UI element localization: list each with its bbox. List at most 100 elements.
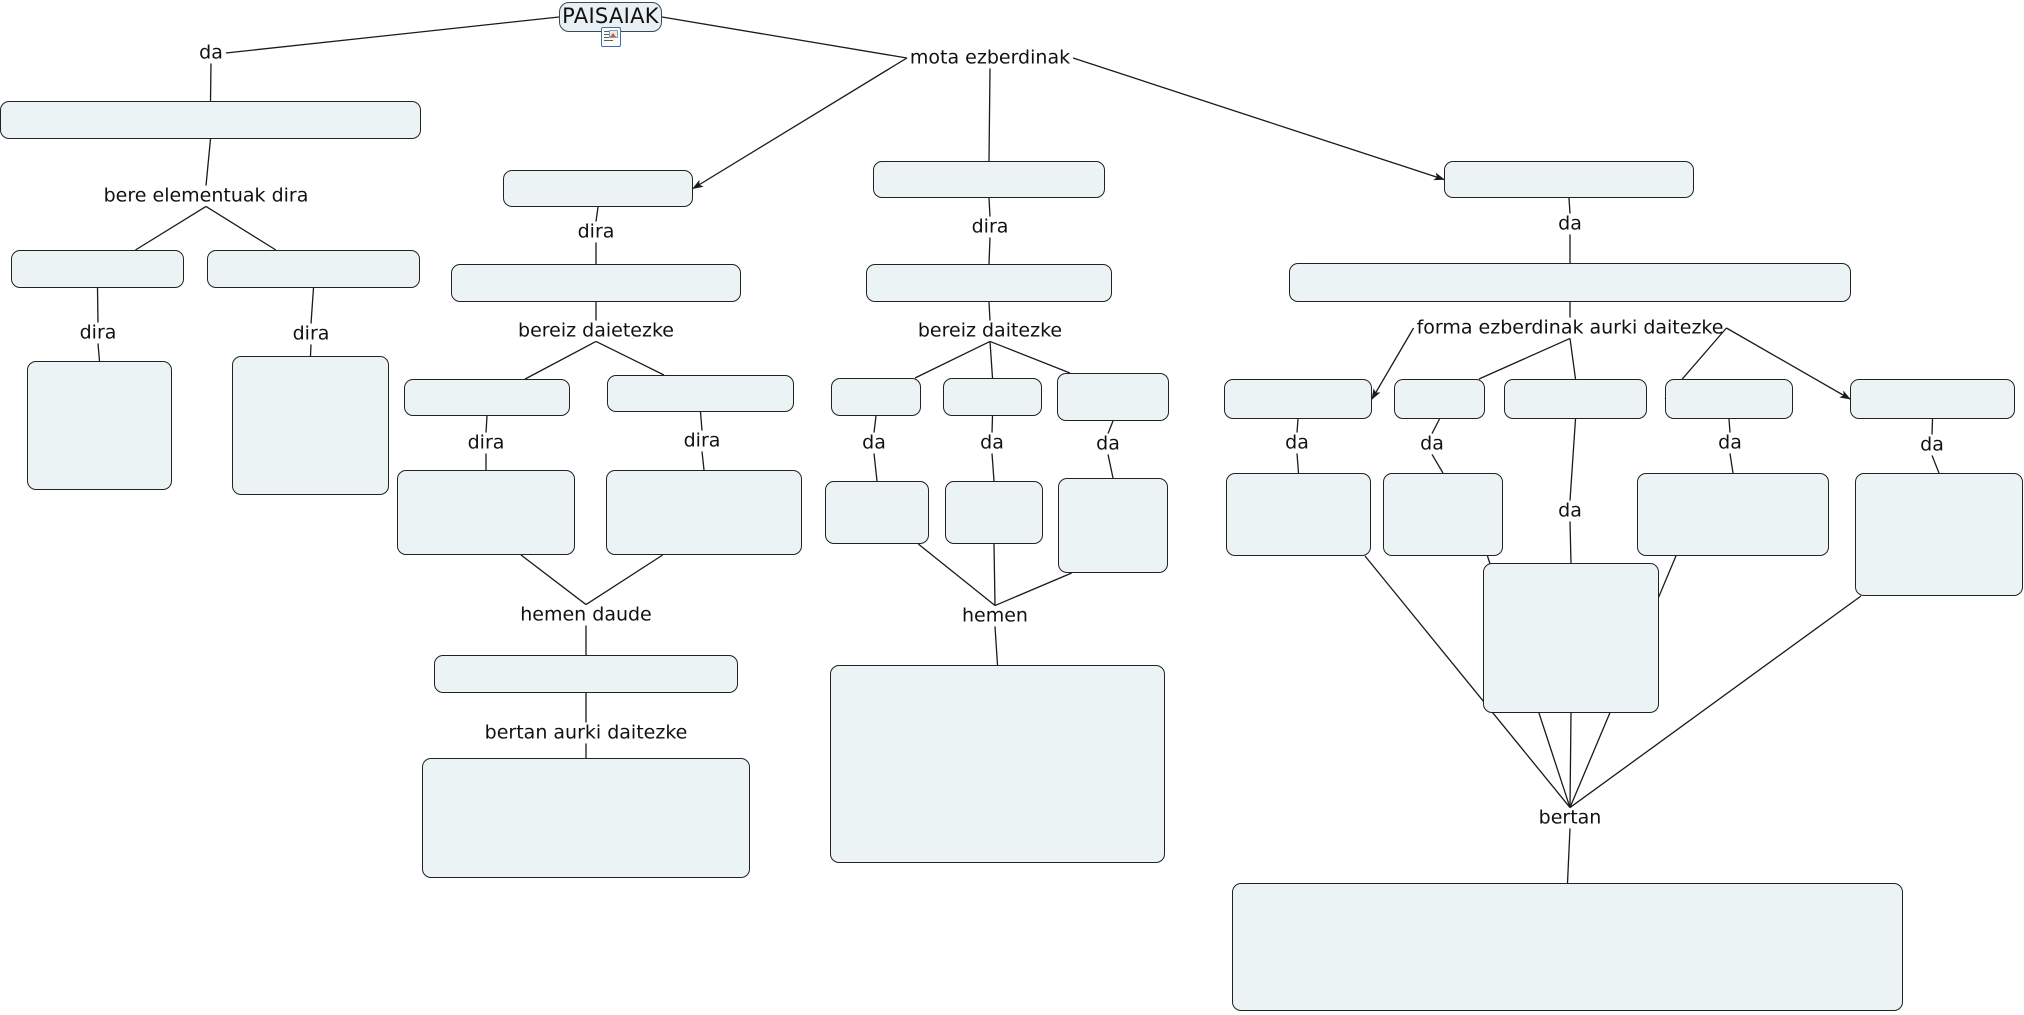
concept-node[interactable] bbox=[945, 481, 1043, 544]
link-label[interactable]: dira bbox=[467, 431, 505, 454]
link-label[interactable]: da bbox=[1285, 431, 1309, 454]
concept-node[interactable] bbox=[1383, 473, 1503, 556]
edge-line bbox=[988, 301, 991, 321]
edge-line bbox=[209, 63, 212, 102]
link-label[interactable]: dira bbox=[683, 429, 721, 452]
concept-node[interactable] bbox=[1504, 379, 1647, 419]
concept-node[interactable] bbox=[207, 250, 420, 288]
concept-node[interactable] bbox=[404, 379, 570, 416]
edge-line bbox=[988, 237, 991, 265]
edge-line bbox=[1431, 418, 1441, 434]
link-label[interactable]: bertan bbox=[1538, 806, 1602, 829]
link-label[interactable]: dira bbox=[292, 322, 330, 345]
edge-line bbox=[1569, 418, 1577, 501]
concept-node[interactable] bbox=[1226, 473, 1371, 556]
edge-line bbox=[988, 68, 991, 162]
link-label[interactable]: da bbox=[199, 41, 223, 64]
concept-node[interactable] bbox=[825, 481, 929, 544]
edge-line bbox=[1569, 338, 1577, 380]
link-label[interactable]: dira bbox=[577, 220, 615, 243]
concept-node[interactable] bbox=[1855, 473, 2023, 596]
edge-line bbox=[485, 415, 488, 433]
edge-line bbox=[989, 341, 994, 379]
link-label[interactable]: da bbox=[1096, 432, 1120, 455]
link-label[interactable]: dira bbox=[971, 215, 1009, 238]
concept-node[interactable] bbox=[1850, 379, 2015, 419]
concept-node[interactable] bbox=[1483, 563, 1659, 713]
edge-line bbox=[1568, 197, 1571, 214]
edge-line bbox=[914, 340, 991, 379]
edge-line bbox=[585, 554, 664, 606]
concept-node[interactable] bbox=[606, 470, 802, 555]
link-label[interactable]: da bbox=[1558, 499, 1582, 522]
edge-line bbox=[97, 343, 101, 362]
link-label[interactable]: dira bbox=[79, 321, 117, 344]
concept-node[interactable] bbox=[1289, 263, 1851, 302]
concept-node[interactable] bbox=[1637, 473, 1829, 556]
concept-node[interactable] bbox=[1058, 478, 1168, 573]
concept-node[interactable] bbox=[451, 264, 741, 302]
concept-node[interactable] bbox=[1057, 373, 1169, 421]
concept-node[interactable] bbox=[943, 378, 1042, 416]
concept-node[interactable] bbox=[607, 375, 794, 412]
link-label[interactable]: da bbox=[1420, 432, 1444, 455]
concept-node[interactable] bbox=[397, 470, 575, 555]
link-label[interactable]: da bbox=[1718, 431, 1742, 454]
edge-line bbox=[1931, 418, 1934, 435]
edge-line bbox=[310, 287, 315, 324]
edge-line bbox=[1072, 57, 1445, 181]
concept-node[interactable] bbox=[831, 378, 921, 416]
edge-line bbox=[917, 543, 996, 607]
link-label[interactable]: bereiz daitezke bbox=[917, 319, 1063, 342]
edge-line bbox=[993, 543, 996, 606]
concept-node[interactable] bbox=[873, 161, 1105, 198]
link-label[interactable]: bereiz daietezke bbox=[518, 319, 674, 342]
link-label[interactable]: bertan aurki daitezke bbox=[484, 721, 688, 744]
document-image-icon[interactable] bbox=[600, 27, 621, 47]
concept-node[interactable] bbox=[1224, 379, 1372, 419]
link-label[interactable]: bere elementuak dira bbox=[103, 184, 309, 207]
link-label[interactable]: da bbox=[980, 431, 1004, 454]
edge-line bbox=[1478, 337, 1571, 380]
concept-node[interactable] bbox=[0, 101, 421, 139]
edge-line bbox=[205, 205, 277, 251]
concept-node[interactable] bbox=[232, 356, 389, 495]
edge-line bbox=[595, 340, 665, 376]
edge-line bbox=[96, 287, 99, 323]
link-label[interactable]: mota ezberdinak bbox=[909, 46, 1071, 69]
edge-line bbox=[135, 205, 207, 251]
edge-line bbox=[1569, 521, 1572, 564]
concept-node[interactable] bbox=[1394, 379, 1485, 419]
concept-node[interactable] bbox=[830, 665, 1165, 863]
link-label[interactable]: da bbox=[1920, 433, 1944, 456]
edge-line bbox=[1569, 712, 1572, 808]
edge-line bbox=[873, 415, 877, 433]
link-label[interactable]: hemen daude bbox=[520, 603, 652, 626]
concept-node[interactable] bbox=[434, 655, 738, 693]
concept-node[interactable] bbox=[866, 264, 1112, 302]
edge-line bbox=[994, 572, 1072, 607]
concept-node[interactable] bbox=[1665, 379, 1793, 419]
concept-node[interactable] bbox=[1232, 883, 1903, 1011]
link-label[interactable]: hemen bbox=[962, 604, 1028, 627]
edge-line bbox=[1566, 828, 1571, 884]
concept-node[interactable] bbox=[422, 758, 750, 878]
concept-node[interactable] bbox=[1444, 161, 1694, 198]
concept-node[interactable] bbox=[27, 361, 172, 490]
edge-line bbox=[1296, 453, 1300, 474]
link-label[interactable]: da bbox=[862, 431, 886, 454]
edge-line bbox=[989, 340, 1071, 374]
edge-line bbox=[1728, 418, 1731, 433]
link-label[interactable]: forma ezberdinak aurki daitezke bbox=[1416, 316, 1724, 339]
edge-line bbox=[205, 138, 212, 186]
concept-node[interactable] bbox=[503, 170, 693, 207]
edge-line bbox=[1296, 418, 1299, 433]
edge-line bbox=[520, 554, 587, 606]
link-label[interactable]: da bbox=[1558, 212, 1582, 235]
edge-line bbox=[991, 415, 994, 433]
concept-node[interactable] bbox=[11, 250, 184, 288]
edge-line bbox=[595, 206, 599, 222]
edge-line bbox=[1729, 453, 1734, 474]
edge-line bbox=[1107, 454, 1114, 479]
